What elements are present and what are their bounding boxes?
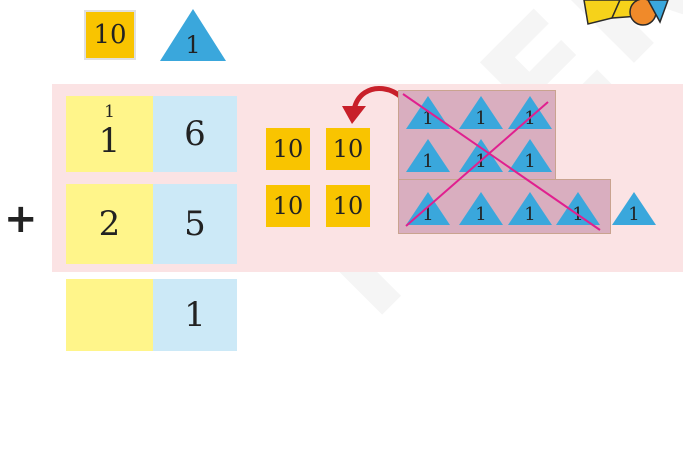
one-triangle: 1 <box>612 192 656 225</box>
ten-tile: 10 <box>326 128 370 170</box>
one-label: 1 <box>185 31 201 59</box>
carry-digit: 1 <box>104 102 115 122</box>
ones-cell-row1: 6 <box>153 96 237 172</box>
ten-tile: 10 <box>266 128 310 170</box>
ones-cell-row2: 5 <box>153 184 237 264</box>
one-triangle-legend: 1 <box>158 7 228 63</box>
pencil-icon <box>583 0 669 26</box>
one-triangle: 1 <box>508 96 552 129</box>
one-label: 1 <box>524 151 535 172</box>
one-triangle: 1 <box>406 139 450 172</box>
tens-cell-answer <box>66 279 153 351</box>
one-triangle: 1 <box>508 192 552 225</box>
one-label: 1 <box>524 204 535 225</box>
cross-line <box>405 101 549 227</box>
cross-line <box>402 93 601 231</box>
one-label: 1 <box>628 204 639 225</box>
one-label: 1 <box>422 204 433 225</box>
tens-digit: 2 <box>98 204 121 244</box>
one-triangle: 1 <box>406 96 450 129</box>
one-triangle: 1 <box>508 139 552 172</box>
ten-tile-legend: 10 <box>84 10 136 60</box>
one-label: 1 <box>422 108 433 129</box>
plus-sign: + <box>4 196 38 242</box>
ten-tile: 10 <box>326 185 370 227</box>
one-label: 1 <box>475 108 486 129</box>
tens-cell-row1: 1 1 <box>66 96 153 172</box>
one-triangle: 1 <box>459 139 503 172</box>
ones-cell-answer: 1 <box>153 279 237 351</box>
one-triangle: 1 <box>459 96 503 129</box>
ones-triangles: 11111111111 <box>402 93 656 231</box>
one-triangle: 1 <box>459 192 503 225</box>
one-label: 1 <box>422 151 433 172</box>
ten-tile: 10 <box>266 185 310 227</box>
triangle-icon <box>160 9 226 61</box>
one-triangle: 1 <box>556 192 600 225</box>
ones-digit: 5 <box>184 204 206 244</box>
tens-cell-row2: 2 <box>66 184 153 264</box>
one-label: 1 <box>475 204 486 225</box>
ones-digit: 1 <box>184 295 206 335</box>
tens-digit: 1 <box>98 121 121 161</box>
ones-digit: 6 <box>184 114 206 154</box>
